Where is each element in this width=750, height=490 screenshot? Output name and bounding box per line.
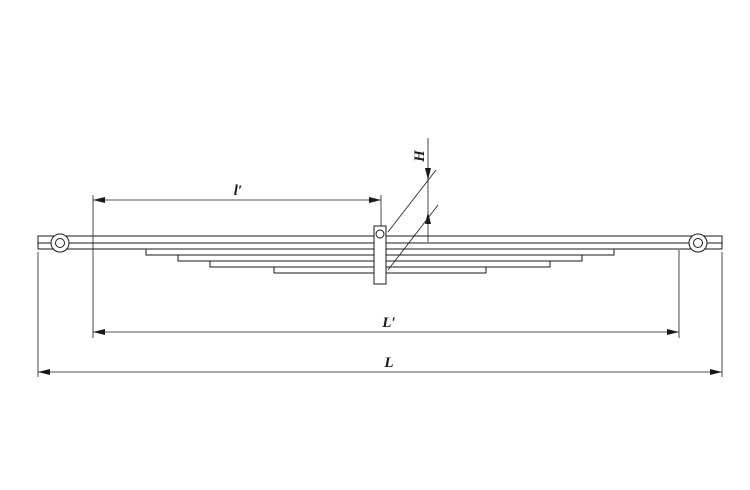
half-span-label: l′: [234, 183, 242, 199]
center-bolt: [373, 225, 387, 285]
dimension-height: H: [387, 138, 439, 271]
span-label: L′: [381, 315, 395, 331]
arrow-left-icon: [93, 329, 105, 335]
total-length-label: L: [383, 355, 393, 371]
dimension-half-span: l′: [93, 183, 381, 203]
height-extension-lower: [387, 204, 439, 271]
left-eye: [50, 233, 70, 253]
arrow-up-icon: [425, 212, 431, 224]
dimension-span: L′: [93, 315, 679, 335]
center-bolt-head: [375, 229, 385, 239]
arrow-right-icon: [369, 197, 381, 203]
center-bolt-body: [373, 225, 387, 285]
arrow-right-icon: [667, 329, 679, 335]
arrow-left-icon: [93, 197, 105, 203]
right-eye: [688, 233, 708, 253]
arrow-down-icon: [425, 168, 431, 180]
arrow-left-icon: [38, 369, 50, 375]
left-eye-bore: [55, 238, 65, 248]
height-label: H: [412, 149, 428, 163]
arrow-right-icon: [710, 369, 722, 375]
dimension-total-length: L: [38, 355, 722, 375]
right-eye-bore: [693, 238, 703, 248]
extension-lines: [37, 195, 723, 377]
